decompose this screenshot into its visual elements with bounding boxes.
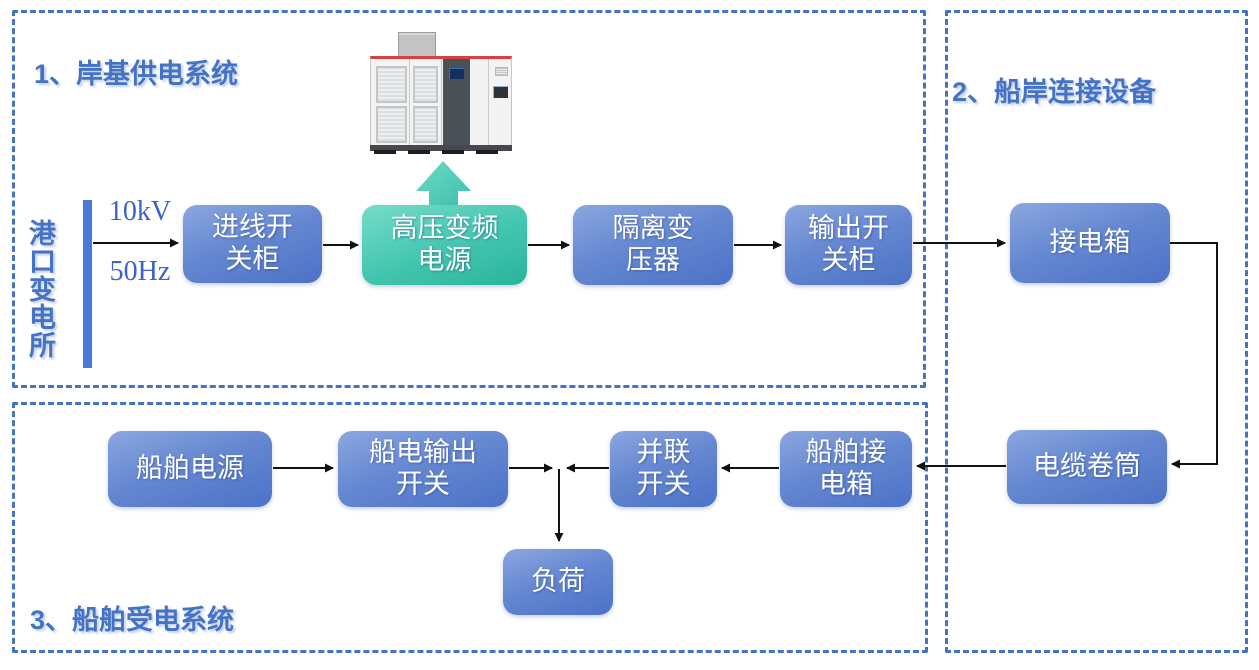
cabinet-seam: [441, 59, 442, 149]
cabinet-small-vent: [495, 67, 508, 76]
cabinet-vent: [376, 66, 407, 103]
cabinet-vent: [413, 106, 438, 143]
section-shore-supply-frame: [12, 10, 926, 388]
node-output-switchgear: 输出开 关柜: [785, 205, 912, 285]
cabinet-hmi-screen: [449, 68, 464, 79]
node-ship-output-switch: 船电输出 开关: [338, 431, 508, 507]
node-hv-vfd-power: 高压变频 电源: [362, 205, 527, 285]
node-ship-power: 船舶电源: [108, 431, 272, 507]
frequency-label: 50Hz: [109, 256, 171, 287]
node-incoming-switchgear: 进线开 关柜: [183, 205, 322, 283]
cabinet-side-panel-screen: [493, 86, 508, 98]
hv-converter-cabinet-image: [370, 32, 512, 154]
port-substation-label: 港口变电所: [25, 219, 55, 359]
section-title-ship-shore-connection: 2、船岸连接设备: [952, 77, 1157, 107]
node-label: 隔离变 压器: [612, 213, 694, 275]
section-title-ship-receiving: 3、船舶受电系统: [30, 605, 235, 635]
node-label: 船舶接 电箱: [805, 437, 887, 499]
cabinet-feet: [374, 150, 508, 154]
voltage-label: 10kV: [108, 196, 172, 227]
cabinet-base: [370, 145, 512, 151]
node-label: 负荷: [531, 566, 585, 597]
node-cable-reel: 电缆卷筒: [1007, 430, 1167, 504]
section-ship-receiving-frame: [12, 402, 928, 653]
node-label: 并联 开关: [636, 437, 691, 499]
section-ship-shore-connection-frame: [945, 10, 1248, 653]
cabinet-control-column: [443, 59, 470, 149]
node-shore-connection-box: 接电箱: [1010, 203, 1170, 283]
node-label: 船舶电源: [136, 453, 244, 484]
cabinet-top-duct: [398, 32, 436, 60]
cabinet-vent: [413, 66, 438, 103]
node-label: 高压变频 电源: [390, 213, 499, 275]
node-isolation-transformer: 隔离变 压器: [573, 205, 733, 285]
node-label: 电缆卷筒: [1033, 451, 1141, 482]
node-ship-connection-box: 船舶接 电箱: [780, 431, 912, 507]
cabinet-vent: [376, 106, 407, 143]
cabinet-seam: [409, 59, 410, 149]
busbar: [83, 200, 92, 368]
node-label: 输出开 关柜: [808, 213, 889, 275]
node-label: 进线开 关柜: [212, 212, 293, 274]
node-label: 船电输出 开关: [369, 437, 477, 499]
cabinet-body: [370, 56, 512, 150]
section-title-shore-supply: 1、岸基供电系统: [34, 59, 239, 89]
node-load: 负荷: [503, 549, 613, 615]
node-parallel-switch: 并联 开关: [610, 431, 717, 507]
cabinet-seam: [488, 59, 489, 149]
node-label: 接电箱: [1049, 227, 1131, 258]
